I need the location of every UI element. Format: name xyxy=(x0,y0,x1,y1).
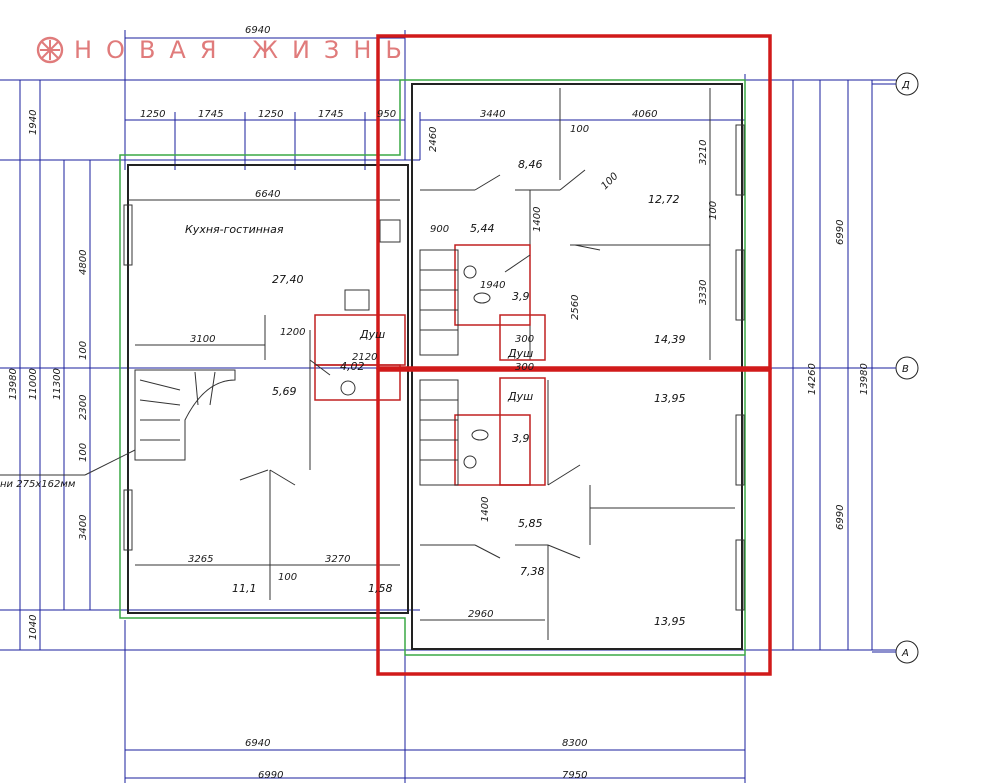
brand-logo: НОВАЯ ЖИЗНЬ xyxy=(36,36,416,64)
window-note-text: ни 275х162мм xyxy=(0,479,76,490)
room-labels: Кухня-гостинная 27,40 5,69 Душ 4,02 11,1… xyxy=(185,158,686,628)
brand-name: НОВАЯ ЖИЗНЬ xyxy=(74,36,416,64)
room-8-area: 8,46 xyxy=(518,158,543,171)
dim-left-2: 13980 xyxy=(8,368,19,400)
dim-left-9: 3400 xyxy=(78,515,89,540)
room-13-top-area: 13,95 xyxy=(654,392,686,405)
dim-bottom-3: 6990 xyxy=(258,770,283,781)
dim-stair-width: 3100 xyxy=(190,334,215,345)
dim-right-3: 13980 xyxy=(859,363,870,395)
dim-bath-width: 1940 xyxy=(480,280,505,291)
dim-bottom-2: 8300 xyxy=(562,738,587,749)
dimension-text-left: 1940 13980 11000 11300 4800 100 2300 100… xyxy=(8,110,89,640)
dim-right-2: 14260 xyxy=(807,363,818,395)
dim-bottom-left-width: 3265 xyxy=(188,554,213,565)
shower-top-label: Душ xyxy=(359,328,385,341)
kitchen-area: 27,40 xyxy=(272,273,304,286)
dimension-text-bottom: 6940 8300 6990 7950 xyxy=(245,738,587,781)
axis-label-d: Д xyxy=(901,80,910,91)
dim-shower-width: 2120 xyxy=(352,352,377,363)
corridor-area: 5,44 xyxy=(470,222,495,235)
dimension-lines-bottom xyxy=(0,609,900,783)
dim-left-10: 1040 xyxy=(28,615,39,640)
dim-hall-width: 1200 xyxy=(280,327,305,338)
dim-top-4: 1745 xyxy=(318,109,343,120)
dim-bottom-right-width: 3270 xyxy=(325,554,350,565)
room-14-area: 14,39 xyxy=(654,333,686,346)
axis-markers: Д В А xyxy=(872,72,919,664)
dim-top-5: 950 xyxy=(377,109,396,120)
windows xyxy=(123,124,745,611)
axis-label-a: А xyxy=(901,648,909,659)
dim-wall-3: 100 xyxy=(278,572,297,583)
dim-wall-1: 100 xyxy=(570,124,589,135)
dim-bath-height: 2560 xyxy=(570,295,581,320)
room-12-area: 12,72 xyxy=(648,193,680,206)
doors xyxy=(239,169,601,559)
dim-room12-height: 3210 xyxy=(698,140,709,165)
bathroom-fixtures xyxy=(314,219,546,486)
hall-low-area: 5,85 xyxy=(518,517,543,530)
dim-door-2: 300 xyxy=(515,362,534,373)
dim-door-1: 300 xyxy=(515,334,534,345)
dim-left-8: 100 xyxy=(78,443,89,462)
dim-top-7: 4060 xyxy=(632,109,657,120)
dim-corridor-width: 900 xyxy=(430,224,449,235)
dim-left-7: 2300 xyxy=(78,395,89,420)
dim-left-6: 100 xyxy=(78,341,89,360)
axis-label-v: В xyxy=(902,364,909,375)
dim-left-3: 11000 xyxy=(28,368,39,400)
bath-top-area: 3,9 xyxy=(512,290,530,303)
hall-area: 5,69 xyxy=(272,385,297,398)
room-13-bottom-area: 13,95 xyxy=(654,615,686,628)
shower-low-label: Душ xyxy=(507,390,533,403)
dimension-text-top: 6940 1250 1745 1250 1745 950 3440 4060 6… xyxy=(140,25,657,620)
dim-left-4: 11300 xyxy=(52,368,63,400)
dim-corridor-height: 1400 xyxy=(532,207,543,232)
staircases xyxy=(134,249,459,486)
dim-left-1: 1940 xyxy=(28,110,39,135)
dim-room8-height: 2460 xyxy=(428,127,439,152)
dim-top-6: 3440 xyxy=(480,109,505,120)
dim-hall-low-height: 1400 xyxy=(480,497,491,522)
shower-mid-label: Душ xyxy=(507,347,533,360)
dim-left-5: 4800 xyxy=(78,250,89,275)
dim-right-4: 6990 xyxy=(835,505,846,530)
room-7-area: 7,38 xyxy=(520,565,545,578)
dim-top-2: 1745 xyxy=(198,109,223,120)
kitchen-label: Кухня-гостинная xyxy=(185,223,284,236)
bottom-left-area: 11,1 xyxy=(232,582,257,595)
dim-wall-4: 100 xyxy=(599,171,620,192)
dim-top-total: 6940 xyxy=(245,25,270,36)
dim-right-1: 6990 xyxy=(835,220,846,245)
bottom-small-area: 1,58 xyxy=(368,582,393,595)
dim-room14-height: 3330 xyxy=(698,280,709,305)
dim-bottom-4: 7950 xyxy=(562,770,587,781)
highlight-unit-bottom xyxy=(376,368,772,676)
building-outline-green xyxy=(119,79,746,656)
shower-top-area: 4,02 xyxy=(340,360,365,373)
dim-top-1: 1250 xyxy=(140,109,165,120)
highlight-unit-top xyxy=(376,34,772,370)
dim-room7-width: 2960 xyxy=(468,609,493,620)
dimension-lines-top xyxy=(0,30,900,170)
dim-wall-2: 100 xyxy=(708,201,719,220)
dim-top-3: 1250 xyxy=(258,109,283,120)
dimension-text-right: 6990 14260 13980 6990 3210 3330 2460 256… xyxy=(278,124,870,583)
window-note: ни 275х162мм xyxy=(0,449,136,490)
bath-low-area: 3,9 xyxy=(512,432,530,445)
dim-bottom-1: 6940 xyxy=(245,738,270,749)
brand-mark-icon xyxy=(36,36,64,64)
dim-kitchen-width: 6640 xyxy=(255,189,280,200)
